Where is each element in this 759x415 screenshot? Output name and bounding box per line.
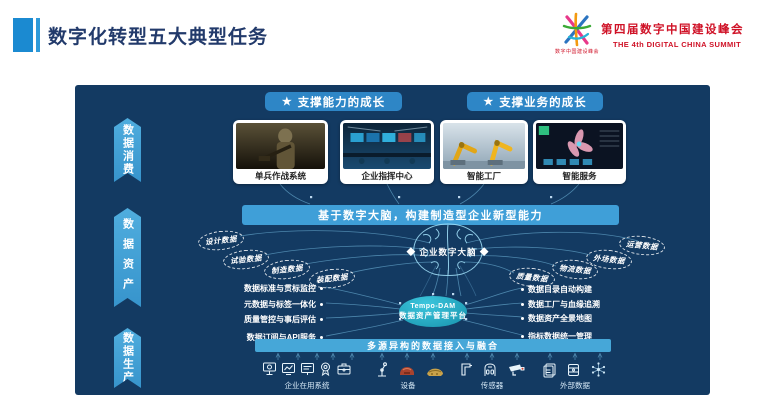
card-command-center: 企业指挥中心 [340,120,434,184]
card-soldier-system: 单兵作战系统 [233,120,328,184]
bottom-banner: 多源异构的数据接入与融合 [255,339,611,352]
bullet-dot [521,335,524,338]
database-icon [568,364,579,376]
icon-group-sensors [459,361,526,378]
list-item: 数据工厂与血缘追溯 [521,299,600,310]
screen-icon [301,363,314,375]
sidebar-ribbon-data-assets: 数据资产 [114,208,141,307]
icon-group-equipment [375,361,445,378]
list-item: 指标数据统一管理 [521,331,592,342]
card-caption: 单兵作战系统 [254,171,306,181]
robot-arm-icon [378,362,387,377]
pill-label: 支撑能力的成长 [297,96,386,109]
bullet-dot [521,317,524,320]
platform-name: Tempo-DAM [410,302,456,310]
list-item: 元数据与标签一体化 [244,299,323,310]
documents-icon [543,363,556,378]
thermo-gun-icon [461,363,472,376]
card-image-smart-service [536,123,623,169]
star-icon: ★ [483,96,495,108]
card-image-soldier [236,123,325,169]
page-title: 数字化转型五大典型任务 [48,27,269,48]
bullet-dot [320,318,323,321]
bullet-dot [320,303,323,306]
group-label-sensors: 传感器 [480,381,504,390]
brain-label: ◆ 企业数字大脑 ◆ [406,247,490,257]
bullet-dot [521,288,524,291]
star-icon: ★ [281,96,293,108]
title-accent-square [13,18,33,52]
briefcase-icon [337,363,351,375]
icon-group-external-data [542,361,607,378]
group-label-enterprise-systems: 企业在用系统 [284,381,330,390]
icon-group-enterprise-systems [262,361,352,377]
summit-logo-icon [562,12,592,47]
card-caption: 智能服务 [562,171,597,181]
list-item: 数据订阅与API服务 [247,332,323,343]
group-label-external-data: 外部数据 [560,381,590,390]
card-smart-service: 智能服务 [533,120,626,184]
bullet-dot [320,287,323,290]
engine-icon [427,368,443,376]
network-icon [591,362,606,377]
list-item: 数据标准与贯标监控 [244,283,323,294]
machine-icon [400,367,414,375]
group-label-equipment: 设备 [400,381,416,390]
mid-banner: 基于数字大脑，构建制造型企业新型能力 [242,205,619,225]
camera-icon [509,364,525,376]
summit-subtitle: THE 4th DIGITAL CHINA SUMMIT [613,40,742,49]
ribbon-label: 数据资产 [121,217,134,298]
ribbon-label: 数据消费 [121,124,134,176]
card-caption: 企业指挥中心 [361,171,413,181]
bullet-dot [521,303,524,306]
ribbon-label: 数据生产 [121,332,134,384]
pill-capability-growth: ★ 支撑能力的成长 [265,92,402,111]
sidebar-ribbon-data-consumption: 数据消费 [114,118,141,182]
chart-monitor-icon [282,363,295,375]
bullet-dot [320,336,323,339]
title-accent-bar [36,18,40,52]
list-item: 数据资产全景地图 [521,313,592,324]
summit-title: 第四届数字中国建设峰会 [601,24,744,36]
list-item: 数据目录自动构建 [521,284,592,295]
list-item: 质量管控与事后评估 [244,314,323,325]
card-image-command-center [343,123,431,169]
pill-business-growth: ★ 支撑业务的成长 [467,92,603,111]
tempo-dam-platform: Tempo-DAM 数据资产管理平台 [399,296,467,327]
card-image-smart-factory [443,123,525,169]
badge-icon [321,362,330,377]
pill-label: 支撑业务的成长 [499,96,587,109]
summit-logo-caption: 数字中国建设峰会 [554,49,599,55]
sidebar-ribbon-data-production: 数据生产 [114,328,141,388]
card-caption: 智能工厂 [466,171,501,181]
brain-icon [413,223,483,276]
vest-sensor-icon [484,363,496,376]
platform-subtitle: 数据资产管理平台 [399,310,467,320]
card-smart-factory: 智能工厂 [440,120,528,184]
monitor-icon [263,362,276,375]
